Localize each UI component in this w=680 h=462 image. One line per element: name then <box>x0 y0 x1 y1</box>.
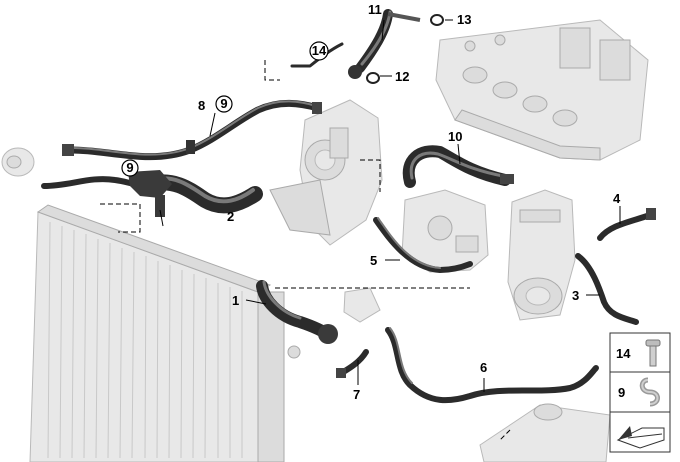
expansion-tank-ghost <box>479 403 611 462</box>
direction-arrow-icon <box>616 426 665 449</box>
hose-part-5 <box>373 217 473 273</box>
label-part-3: 3 <box>572 288 579 303</box>
circled-label-9-lower: 9 <box>121 159 139 177</box>
label-part-13: 13 <box>457 12 471 27</box>
hose-8-end-connector <box>62 144 74 156</box>
radiator-ghost <box>29 204 301 462</box>
legend-label-14: 14 <box>616 346 631 361</box>
hose-part-8 <box>62 99 322 161</box>
hose-clamp-icon <box>639 377 660 407</box>
svg-text:14: 14 <box>312 43 327 58</box>
hose-8-end-connector-right <box>312 102 322 114</box>
hose-1-connector <box>318 324 338 344</box>
hose-2-branch <box>155 195 165 217</box>
label-part-11: 11 <box>368 2 382 17</box>
oring-part-13 <box>430 14 444 26</box>
hose-10-end-connector <box>500 174 514 184</box>
coolant-pump-ghost <box>401 189 489 273</box>
label-part-5: 5 <box>370 253 377 268</box>
cylinder-head-ghost <box>435 19 649 161</box>
leader-lines <box>100 19 621 441</box>
hose-4-end-connector <box>646 208 656 220</box>
legend-panel: 14 9 <box>609 332 671 453</box>
water-pump-ghost <box>269 99 383 246</box>
label-part-12: 12 <box>395 69 409 84</box>
valve-ghost <box>343 287 381 323</box>
pipe-part-11 <box>348 9 421 79</box>
circled-label-9-upper: 9 <box>215 95 233 113</box>
oring-part-12 <box>366 72 380 84</box>
svg-text:9: 9 <box>126 160 133 175</box>
hose-part-2 <box>41 170 263 217</box>
hose-part-7 <box>336 349 369 378</box>
label-part-6: 6 <box>480 360 487 375</box>
circled-label-14: 14 <box>309 41 329 61</box>
svg-text:9: 9 <box>220 96 227 111</box>
hose-7-end <box>336 368 346 378</box>
hose-part-6 <box>385 327 599 404</box>
label-part-4: 4 <box>613 191 621 206</box>
bolt-icon <box>645 339 661 367</box>
hose-part-4 <box>597 208 656 241</box>
hose-part-10 <box>402 145 514 188</box>
label-part-1: 1 <box>232 293 239 308</box>
hose-2-junction <box>128 170 172 198</box>
oil-filter-ghost <box>507 189 576 321</box>
label-part-7: 7 <box>353 387 360 402</box>
hose-part-3 <box>575 253 639 325</box>
label-part-10: 10 <box>448 129 462 144</box>
label-part-2: 2 <box>227 209 234 224</box>
hose-part-1 <box>256 280 338 344</box>
hose-8-clip <box>186 140 195 154</box>
pipe-11-flange <box>348 65 362 79</box>
legend-label-9: 9 <box>618 385 625 400</box>
thermostat-ghost <box>1 147 35 177</box>
label-part-8: 8 <box>198 98 205 113</box>
